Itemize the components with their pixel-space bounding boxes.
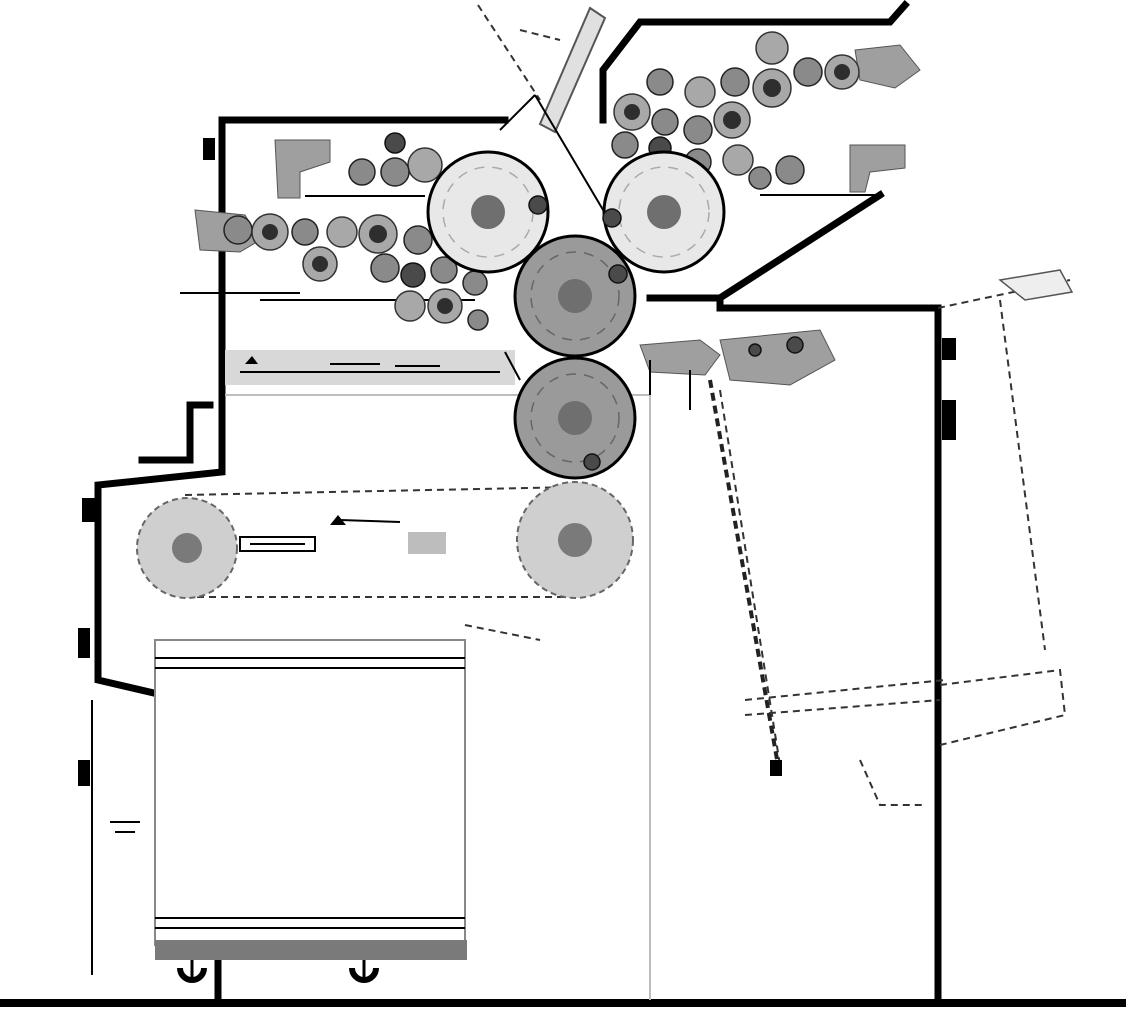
- feeder-belt: [136, 481, 634, 599]
- blanket-cylinder: [513, 234, 637, 358]
- plate-cylinder-right: [602, 150, 726, 274]
- left-inking-unit: [180, 132, 489, 331]
- delivery-grippers: [639, 329, 836, 410]
- feed-pile: [154, 624, 541, 960]
- right-inking-unit: [611, 31, 921, 196]
- delivery-pile: [708, 269, 1074, 806]
- sheet-transport-table: [225, 350, 521, 385]
- casters: [177, 960, 379, 983]
- plate-cylinder-left: [426, 150, 550, 274]
- impression-cylinder: [513, 356, 637, 480]
- swing-guard: [477, 4, 613, 226]
